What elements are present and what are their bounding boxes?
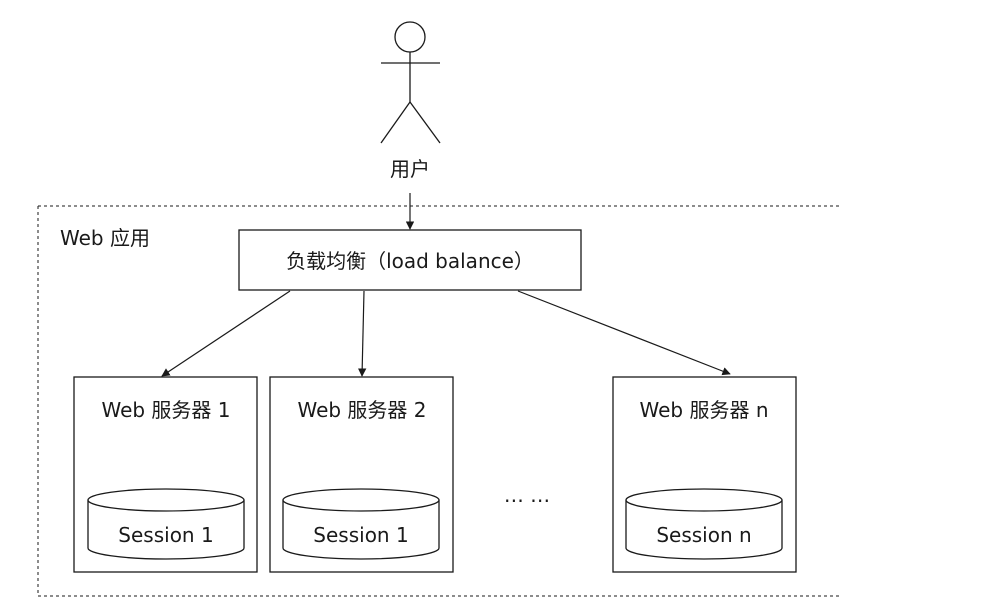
ellipsis: … … <box>504 483 550 507</box>
load-balancer-label: 负载均衡（load balance） <box>286 249 534 273</box>
server-1: Web 服务器 1 Session 1 <box>73 376 258 573</box>
session-2-label: Session 1 <box>313 523 408 547</box>
arrow-lb-to-server-1 <box>161 290 291 377</box>
server-2: Web 服务器 2 Session 1 <box>269 376 454 573</box>
session-store-n <box>625 488 783 560</box>
load-balancer-box <box>238 229 582 291</box>
app-group-label: Web 应用 <box>60 226 150 250</box>
user-icon <box>380 21 441 144</box>
server-2-label: Web 服务器 2 <box>297 398 426 422</box>
user-label: 用户 <box>390 157 430 181</box>
server-n: Web 服务器 n Session n <box>612 376 797 573</box>
server-1-label: Web 服务器 1 <box>101 398 230 422</box>
app-boundary <box>37 205 842 597</box>
server-n-label: Web 服务器 n <box>640 398 769 422</box>
session-store-1 <box>87 488 245 560</box>
arrow-lb-to-server-n <box>517 290 731 376</box>
session-store-2 <box>282 488 440 560</box>
session-n-label: Session n <box>656 523 751 547</box>
session-1-label: Session 1 <box>118 523 213 547</box>
arrow-lb-to-server-2 <box>357 290 367 377</box>
